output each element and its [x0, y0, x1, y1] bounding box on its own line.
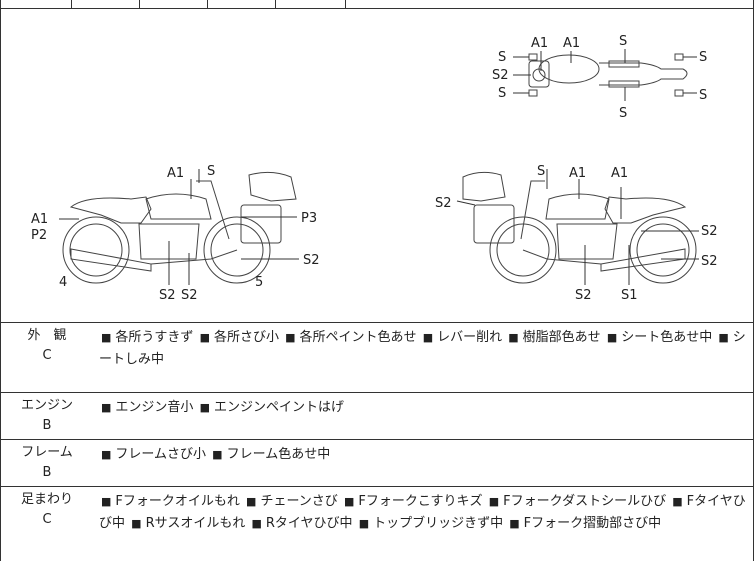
item: Fフォークオイルもれ — [99, 494, 240, 509]
header-table-remnant — [0, 0, 754, 9]
item: フレームさび小 — [99, 447, 206, 462]
item: エンジンペイントはげ — [198, 400, 344, 415]
condition-table: 外 観 C 各所うすきず 各所さび小 各所ペイント色あせ レバー削れ 樹脂部色あ… — [0, 322, 754, 561]
label-left-s2-b: S2 — [181, 288, 198, 303]
item: 各所うすきず — [99, 330, 193, 345]
item: Fフォークダストシールひび — [487, 494, 666, 509]
row-name: 外 観 — [27, 328, 67, 343]
top-view-motorcycle — [528, 53, 688, 97]
diagram-labels: S S2 S A1 A1 S S S S A1 S A1 P2 P3 S2 4 … — [31, 34, 718, 303]
label-top-s1: S — [498, 50, 506, 65]
item: Fフォークこすりキズ — [342, 494, 483, 509]
row-grade: C — [42, 348, 52, 363]
item: シート色あせ中 — [605, 330, 712, 345]
row-frame: フレーム B フレームさび小 フレーム色あせ中 — [1, 440, 753, 487]
label-top-s3: S — [498, 86, 506, 101]
row-items: 各所うすきず 各所さび小 各所ペイント色あせ レバー削れ 樹脂部色あせ シート色… — [99, 327, 747, 371]
label-top-s2: S2 — [492, 68, 509, 83]
label-right-s1: S1 — [621, 288, 638, 303]
item: 樹脂部色あせ — [506, 330, 600, 345]
item: 各所ペイント色あせ — [283, 330, 416, 345]
label-top-a1-right: A1 — [563, 36, 580, 51]
item: チェーンさび — [244, 494, 338, 509]
row-name: 足まわり — [20, 492, 73, 507]
label-left-s-top: S — [207, 164, 215, 179]
label-right-s-top: S — [537, 164, 545, 179]
motorcycle-diagram-svg: S S2 S A1 A1 S S S S A1 S A1 P2 P3 S2 4 … — [31, 34, 718, 303]
label-right-a1-seat: A1 — [611, 166, 628, 181]
label-right-a1-tank: A1 — [569, 166, 586, 181]
label-left-4: 4 — [59, 275, 67, 290]
row-items: Fフォークオイルもれ チェーンさび Fフォークこすりキズ Fフォークダストシール… — [99, 491, 747, 535]
item: Rサスオイルもれ — [129, 516, 245, 531]
label-top-s5: S — [619, 106, 627, 121]
row-grade: B — [42, 465, 52, 480]
item: レバー削れ — [421, 330, 502, 345]
item: Fフォーク摺動部さび中 — [507, 516, 661, 531]
label-top-a1-left: A1 — [531, 36, 548, 51]
item: トップブリッジきず中 — [357, 516, 503, 531]
label-right-s2-engine: S2 — [575, 288, 592, 303]
item: Rタイヤひび中 — [249, 516, 352, 531]
label-top-s7: S — [699, 88, 707, 103]
row-items: エンジン音小 エンジンペイントはげ — [99, 397, 747, 419]
row-grade: C — [42, 512, 52, 527]
item: 各所さび小 — [198, 330, 279, 345]
label-right-s2-rear-upper: S2 — [701, 224, 718, 239]
row-suspension: 足まわり C Fフォークオイルもれ チェーンさび Fフォークこすりキズ Fフォー… — [1, 487, 753, 562]
label-top-s4: S — [619, 34, 627, 49]
item: フレーム色あせ中 — [210, 447, 330, 462]
label-left-p2: P2 — [31, 228, 47, 243]
label-left-a1-tail: A1 — [31, 212, 48, 227]
label-left-s2-front: S2 — [303, 253, 320, 268]
label-right-s2-rear-lower: S2 — [701, 254, 718, 269]
damage-diagram: S S2 S A1 A1 S S S S A1 S A1 P2 P3 S2 4 … — [0, 9, 754, 322]
row-name: フレーム — [21, 445, 73, 460]
label-left-p3: P3 — [301, 211, 317, 226]
label-right-s2-front: S2 — [435, 196, 452, 211]
label-left-s2-a: S2 — [159, 288, 176, 303]
row-items: フレームさび小 フレーム色あせ中 — [99, 444, 747, 466]
row-grade: B — [42, 418, 52, 433]
row-exterior: 外 観 C 各所うすきず 各所さび小 各所ペイント色あせ レバー削れ 樹脂部色あ… — [1, 323, 753, 393]
row-name: エンジン — [20, 398, 73, 413]
leader-lines — [59, 49, 699, 285]
left-view-motorcycle — [62, 171, 297, 284]
label-left-5: 5 — [255, 275, 263, 290]
label-top-s6: S — [699, 50, 707, 65]
label-left-a1-tank: A1 — [167, 166, 184, 181]
item: エンジン音小 — [99, 400, 193, 415]
row-engine: エンジン B エンジン音小 エンジンペイントはげ — [1, 393, 753, 440]
